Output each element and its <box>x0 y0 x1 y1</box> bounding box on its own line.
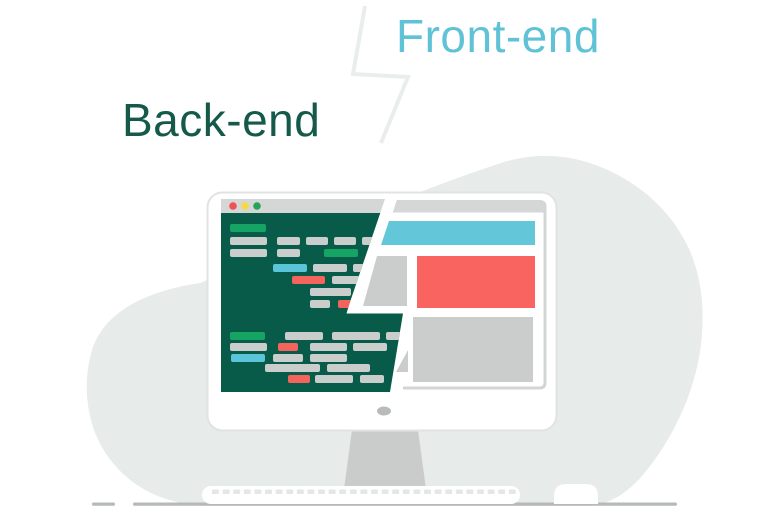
keyboard <box>202 486 520 504</box>
keyboard-key <box>328 489 336 494</box>
keyboard-key <box>243 489 251 494</box>
window-dots <box>229 202 261 210</box>
code-bar-red <box>288 375 310 383</box>
browser-window <box>363 200 547 390</box>
code-bar-green <box>230 332 265 340</box>
keyboard-key <box>477 489 484 494</box>
keyboard-key <box>212 489 219 494</box>
keyboard-key <box>286 489 294 494</box>
code-bar-gray <box>360 375 384 383</box>
code-window-titlebar <box>221 199 391 213</box>
back-end-label: Back-end <box>122 94 321 146</box>
code-bar-green <box>230 224 266 232</box>
mouse <box>554 484 598 504</box>
desk-dash <box>92 502 115 506</box>
keyboard-key <box>371 489 378 494</box>
code-bar-gray <box>230 343 267 351</box>
code-bar-gray <box>285 332 323 340</box>
keyboard-key <box>434 489 442 494</box>
keyboard-key <box>349 489 357 494</box>
keyboard-key <box>455 489 463 494</box>
lightning-bolt-icon <box>350 5 411 144</box>
keyboard-key <box>466 489 474 494</box>
code-bar-red <box>278 343 298 351</box>
keyboard-key <box>498 489 506 494</box>
keyboard-key <box>392 489 400 494</box>
code-bar-gray <box>230 237 267 245</box>
code-bar-gray <box>310 288 351 296</box>
code-bar-gray <box>313 264 347 272</box>
code-bar-gray <box>315 375 353 383</box>
keyboard-key <box>318 489 325 494</box>
monitor-stand <box>344 430 426 489</box>
keyboard-key <box>222 489 230 494</box>
window-dot-yellow <box>241 202 249 210</box>
keyboard-key <box>296 489 304 494</box>
keyboard-keys <box>212 489 516 494</box>
keyboard-key <box>508 489 516 494</box>
keyboard-key <box>265 489 272 494</box>
keyboard-key <box>339 489 347 494</box>
code-bar-gray <box>332 276 363 284</box>
hero-block-blue <box>381 221 535 245</box>
keyboard-key <box>424 489 431 494</box>
keyboard-key <box>233 489 241 494</box>
code-bar-gray <box>310 343 347 351</box>
code-bar-gray <box>353 343 387 351</box>
keyboard-key <box>413 489 421 494</box>
keyboard-key <box>360 489 368 494</box>
code-bar-gray <box>310 354 347 362</box>
keyboard-key <box>275 489 283 494</box>
code-bar-gray <box>265 364 320 372</box>
code-bar-gray <box>273 354 303 362</box>
footer-block-gray <box>413 317 533 382</box>
code-bar-gray <box>310 300 330 308</box>
window-dot-red <box>229 202 237 210</box>
code-bar-gray <box>277 249 300 257</box>
code-bar-gray <box>386 332 402 340</box>
sidebar-block-gray <box>363 256 407 306</box>
code-bar-gray <box>277 237 300 245</box>
keyboard-key <box>381 489 389 494</box>
keyboard-key <box>254 489 262 494</box>
front-end-label: Front-end <box>396 10 600 62</box>
code-bar-green <box>324 249 358 257</box>
content-block-red <box>417 256 535 308</box>
monitor-chin-dot <box>377 406 391 416</box>
code-bar-red <box>292 276 325 284</box>
keyboard-key <box>402 489 410 494</box>
browser-titlebar <box>392 200 545 213</box>
keyboard-key <box>445 489 453 494</box>
keyboard-key <box>487 489 495 494</box>
code-bar-gray <box>306 237 328 245</box>
code-bar-blue <box>273 264 307 272</box>
code-bar-gray <box>230 249 267 257</box>
code-bar-gray <box>332 332 380 340</box>
cut-wedge-gray <box>396 350 408 372</box>
code-bar-blue <box>231 354 265 362</box>
code-bar-gray <box>327 364 370 372</box>
keyboard-key <box>307 489 315 494</box>
keyboard-body <box>202 486 520 504</box>
window-dot-green <box>253 202 261 210</box>
code-bar-gray <box>334 237 356 245</box>
